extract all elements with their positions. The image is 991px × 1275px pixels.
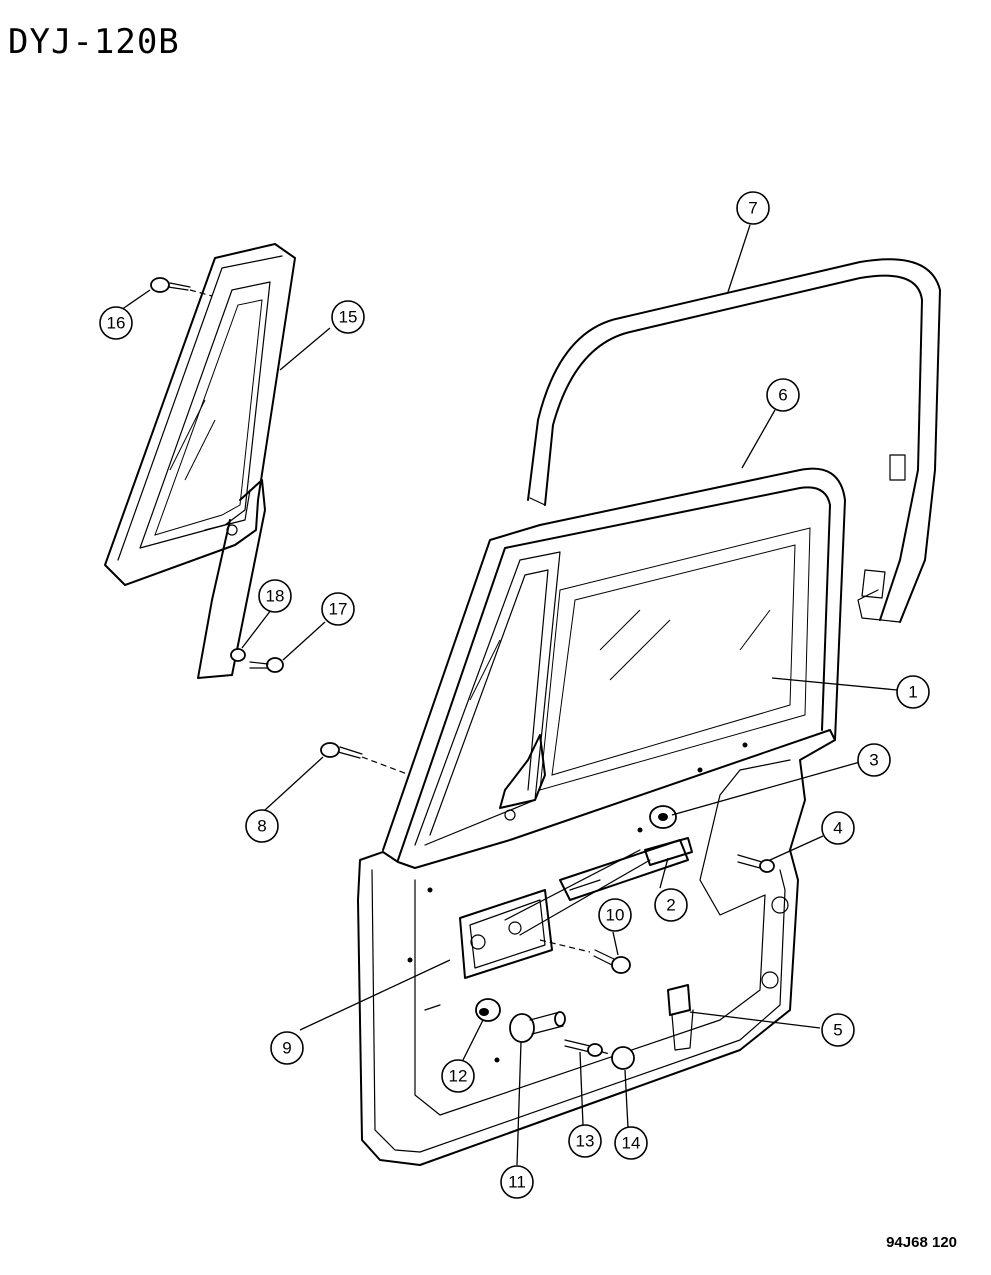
callout-7: 7	[736, 191, 770, 225]
callout-1: 1	[896, 675, 930, 709]
callout-9: 9	[270, 1031, 304, 1065]
svg-text:6: 6	[778, 386, 787, 405]
svg-text:13: 13	[576, 1132, 595, 1151]
grommet-3	[649, 805, 677, 829]
window-regulator	[459, 837, 693, 979]
door-inner-panel	[357, 729, 836, 1166]
svg-text:12: 12	[449, 1067, 468, 1086]
weatherstrip-frame	[527, 258, 941, 623]
svg-text:10: 10	[606, 906, 625, 925]
door-latch	[667, 984, 694, 1051]
callout-4: 4	[821, 811, 855, 845]
cap-14	[611, 1046, 635, 1070]
callout-13: 13	[568, 1124, 602, 1158]
screw-4	[737, 854, 775, 873]
vent-window	[104, 243, 296, 679]
svg-text:8: 8	[257, 817, 266, 836]
svg-text:3: 3	[869, 751, 878, 770]
svg-text:9: 9	[282, 1039, 291, 1058]
callout-5: 5	[821, 1013, 855, 1047]
callout-15: 15	[331, 300, 365, 334]
callout-6: 6	[766, 378, 800, 412]
callout-3: 3	[857, 743, 891, 777]
callout-10: 10	[598, 898, 632, 932]
svg-text:14: 14	[622, 1134, 641, 1153]
svg-text:18: 18	[266, 587, 285, 606]
diagram-footer-code: 94J68 120	[886, 1234, 957, 1251]
svg-text:2: 2	[666, 896, 675, 915]
screw-10	[539, 939, 631, 974]
fastener-17	[249, 657, 284, 673]
callout-8: 8	[245, 809, 279, 843]
svg-text:16: 16	[107, 314, 126, 333]
fastener-8	[320, 742, 411, 776]
fastener-16	[150, 277, 213, 297]
door-window-frame	[382, 467, 846, 861]
callout-17: 17	[321, 592, 355, 626]
leader-lines	[117, 224, 898, 1166]
svg-text:11: 11	[508, 1173, 526, 1192]
callout-18: 18	[258, 579, 292, 613]
washer-18	[230, 648, 246, 662]
diagram-code: DYJ-120B	[8, 22, 180, 62]
screw-13	[564, 1039, 626, 1059]
callout-14: 14	[614, 1126, 648, 1160]
knob-11	[509, 1011, 566, 1043]
callout-2: 2	[654, 888, 688, 922]
svg-text:1: 1	[908, 683, 917, 702]
svg-text:15: 15	[339, 308, 358, 327]
bushing-12	[475, 998, 501, 1022]
callout-11: 11	[500, 1165, 534, 1199]
svg-text:7: 7	[748, 199, 757, 218]
callout-12: 12	[441, 1059, 475, 1093]
svg-text:17: 17	[329, 600, 348, 619]
svg-text:5: 5	[833, 1021, 842, 1040]
callout-16: 16	[99, 306, 133, 340]
svg-text:4: 4	[833, 819, 842, 838]
